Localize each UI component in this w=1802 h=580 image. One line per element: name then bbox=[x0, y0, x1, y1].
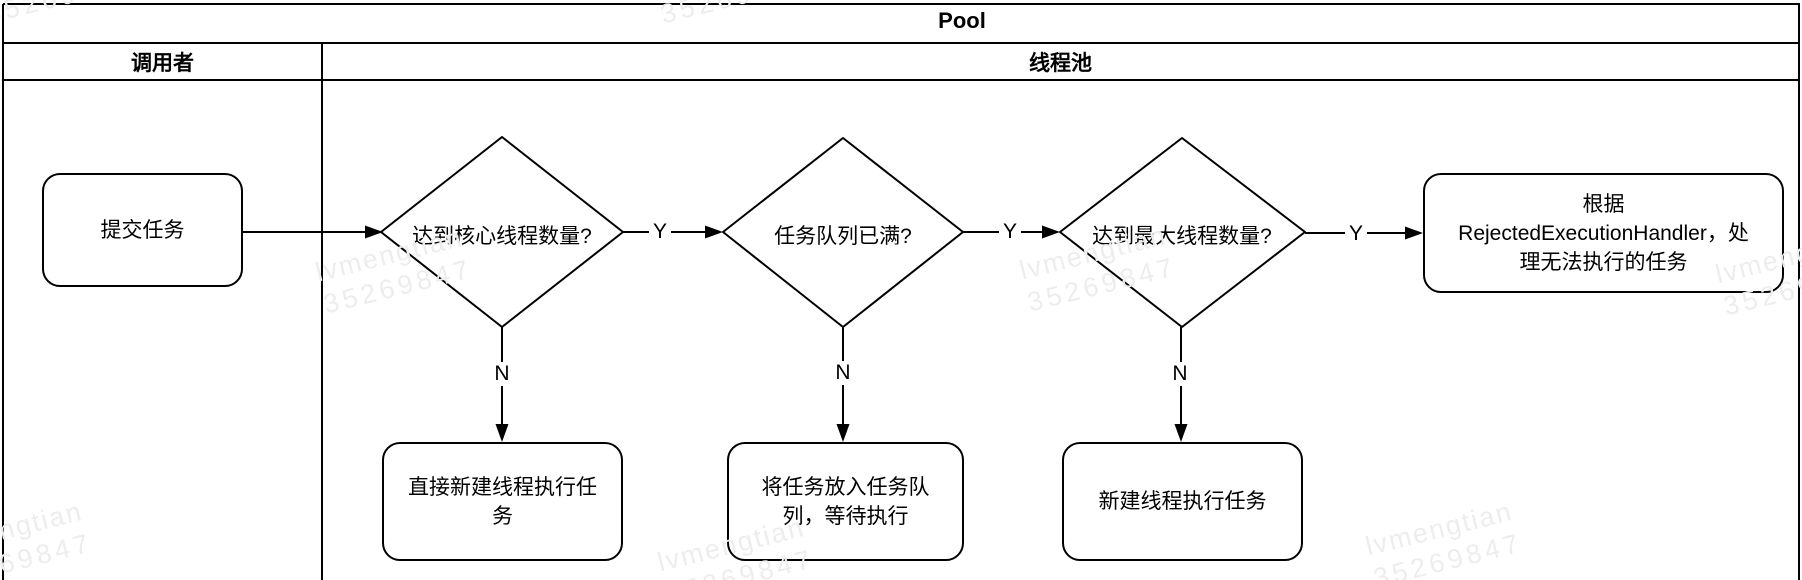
edge-label-n3: N bbox=[1168, 362, 1192, 386]
edge-label-n1: N bbox=[490, 362, 514, 386]
arrowhead-into-reject bbox=[1405, 226, 1423, 240]
node-new-core-thread: 直接新建线程执行任 务 bbox=[382, 442, 623, 561]
edge-label-y1: Y bbox=[648, 220, 672, 244]
node-reject-handler: 根据 RejectedExecutionHandler，处 理无法执行的任务 bbox=[1423, 173, 1784, 293]
arrowhead-into-b3 bbox=[1174, 424, 1188, 442]
pool-title: Pool bbox=[938, 8, 986, 33]
decision-max-label: 达到最大线程数量? bbox=[1092, 225, 1272, 248]
edge-label-y2: Y bbox=[998, 220, 1022, 244]
arrowhead-into-d2 bbox=[705, 225, 723, 239]
lane-header-pool: 线程池 bbox=[1029, 51, 1092, 75]
arrowhead-into-d1 bbox=[365, 225, 383, 239]
arrowhead-into-b2 bbox=[836, 424, 850, 442]
decision-core-diamond bbox=[380, 136, 624, 328]
arrowhead-into-d3 bbox=[1042, 225, 1060, 239]
node-submit-task: 提交任务 bbox=[42, 173, 243, 287]
arrowhead-into-b1 bbox=[495, 424, 509, 442]
node-enqueue-task: 将任务放入任务队 列，等待执行 bbox=[727, 442, 964, 561]
decision-core-label: 达到核心线程数量? bbox=[412, 225, 592, 248]
node-new-thread: 新建线程执行任务 bbox=[1062, 442, 1303, 561]
decision-queue-label: 任务队列已满? bbox=[774, 225, 912, 248]
edge-label-n2: N bbox=[831, 361, 855, 385]
edge-label-y3: Y bbox=[1344, 222, 1368, 246]
decision-queue-diamond bbox=[722, 137, 964, 328]
decision-max-diamond bbox=[1059, 137, 1306, 328]
lane-header-caller: 调用者 bbox=[131, 51, 194, 75]
